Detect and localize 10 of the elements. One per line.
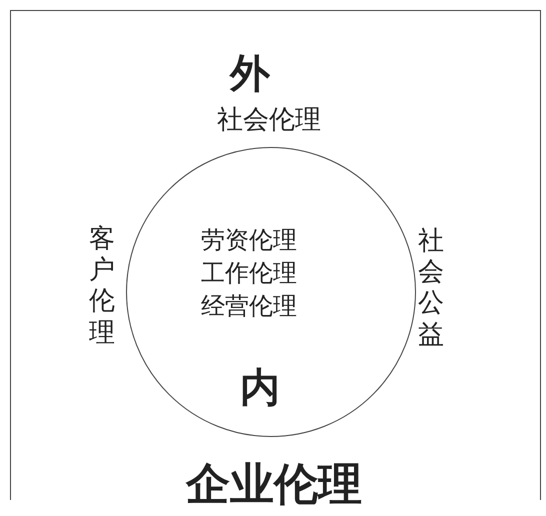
- circle: [126, 147, 416, 437]
- top-label: 社会伦理: [217, 104, 321, 137]
- left-label: 客户伦理: [89, 224, 115, 349]
- outer-label: 外: [230, 50, 270, 99]
- inner-label: 工作伦理: [201, 258, 297, 289]
- right-label: 社会公益: [418, 226, 444, 351]
- inner-label: 劳资伦理: [201, 225, 297, 256]
- title: 企业伦理: [186, 458, 362, 512]
- inner-core-label: 内: [240, 364, 280, 413]
- inner-label: 经营伦理: [201, 291, 297, 322]
